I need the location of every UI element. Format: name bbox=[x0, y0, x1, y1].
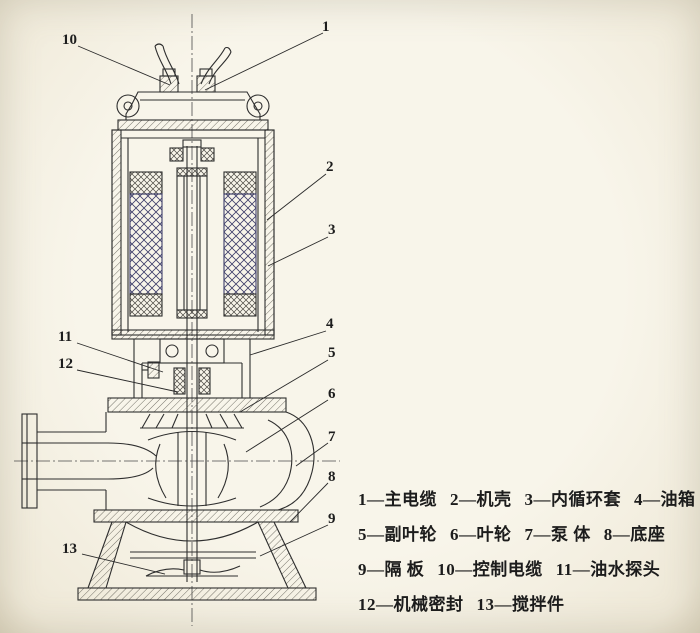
legend-item: 3—内循环套 bbox=[524, 490, 621, 509]
legend-item: 7—泵 体 bbox=[524, 525, 591, 544]
legend-row-2: 5—副叶轮 6—叶轮 7—泵 体 8—底座 bbox=[358, 517, 694, 552]
legend-item: 1—主电缆 bbox=[358, 490, 437, 509]
callout-label-3: 3 bbox=[328, 222, 336, 238]
legend-row-3: 9—隔 板 10—控制电缆 11—油水探头 bbox=[358, 552, 694, 587]
base-stand bbox=[77, 521, 317, 601]
callout-label-4: 4 bbox=[326, 316, 334, 332]
pump-drawing bbox=[21, 43, 317, 601]
partition-plate bbox=[130, 551, 256, 559]
stator-winding-left bbox=[129, 171, 163, 317]
parts-legend: 1—主电缆 2—机壳 3—内循环套 4—油箱 5—副叶轮 6—叶轮 7—泵 体 8—底座 9… bbox=[358, 482, 696, 622]
callout-label-10: 10 bbox=[62, 32, 77, 48]
rotor bbox=[176, 167, 208, 319]
lifting-eye-left bbox=[116, 94, 140, 118]
impeller bbox=[147, 430, 237, 507]
legend-item: 12—机械密封 bbox=[358, 595, 464, 614]
lower-bearing bbox=[111, 329, 275, 364]
callout-label-9: 9 bbox=[328, 511, 336, 527]
callout-label-8: 8 bbox=[328, 469, 336, 485]
centerlines bbox=[14, 14, 340, 626]
stator-winding-right bbox=[223, 171, 257, 317]
callout-numbers: 1 2 3 4 5 6 7 8 9 10 11 12 13 bbox=[58, 19, 336, 557]
legend-row-4: 12—机械密封 13—搅拌件 bbox=[358, 587, 694, 622]
legend-item: 10—控制电缆 bbox=[437, 560, 543, 579]
callout-label-12: 12 bbox=[58, 356, 73, 372]
suction-pipe bbox=[37, 412, 157, 510]
legend-item: 6—叶轮 bbox=[450, 525, 512, 544]
leader-lines bbox=[76, 32, 329, 575]
callout-label-5: 5 bbox=[328, 345, 336, 361]
legend-item: 8—底座 bbox=[603, 525, 666, 544]
callout-label-6: 6 bbox=[328, 386, 336, 402]
callout-label-11: 11 bbox=[58, 329, 72, 345]
oil-tank bbox=[133, 339, 251, 398]
legend-row-1: 1—主电缆 2—机壳 3—内循环套 4—油箱 bbox=[358, 482, 696, 517]
shaft bbox=[182, 139, 202, 582]
oil-water-probe bbox=[142, 361, 160, 379]
stirring-part bbox=[145, 559, 241, 577]
callout-label-2: 2 bbox=[326, 159, 334, 175]
callout-label-1: 1 bbox=[322, 19, 330, 35]
mechanical-seal bbox=[173, 367, 211, 395]
volute-bottom-plate bbox=[93, 509, 299, 523]
legend-item: 11—油水探头 bbox=[555, 560, 661, 579]
callout-label-13: 13 bbox=[62, 541, 77, 557]
top-cap bbox=[117, 91, 269, 131]
legend-item: 4—油箱 bbox=[634, 490, 696, 509]
suction-flange bbox=[21, 413, 38, 509]
legend-item: 5—副叶轮 bbox=[358, 525, 437, 544]
pump-cover bbox=[107, 397, 287, 413]
legend-item: 2—机壳 bbox=[450, 490, 512, 509]
auxiliary-impeller bbox=[140, 413, 244, 429]
legend-item: 13—搅拌件 bbox=[476, 595, 565, 614]
legend-item: 9—隔 板 bbox=[358, 560, 425, 579]
upper-bearing bbox=[169, 147, 215, 162]
callout-label-7: 7 bbox=[328, 429, 336, 445]
